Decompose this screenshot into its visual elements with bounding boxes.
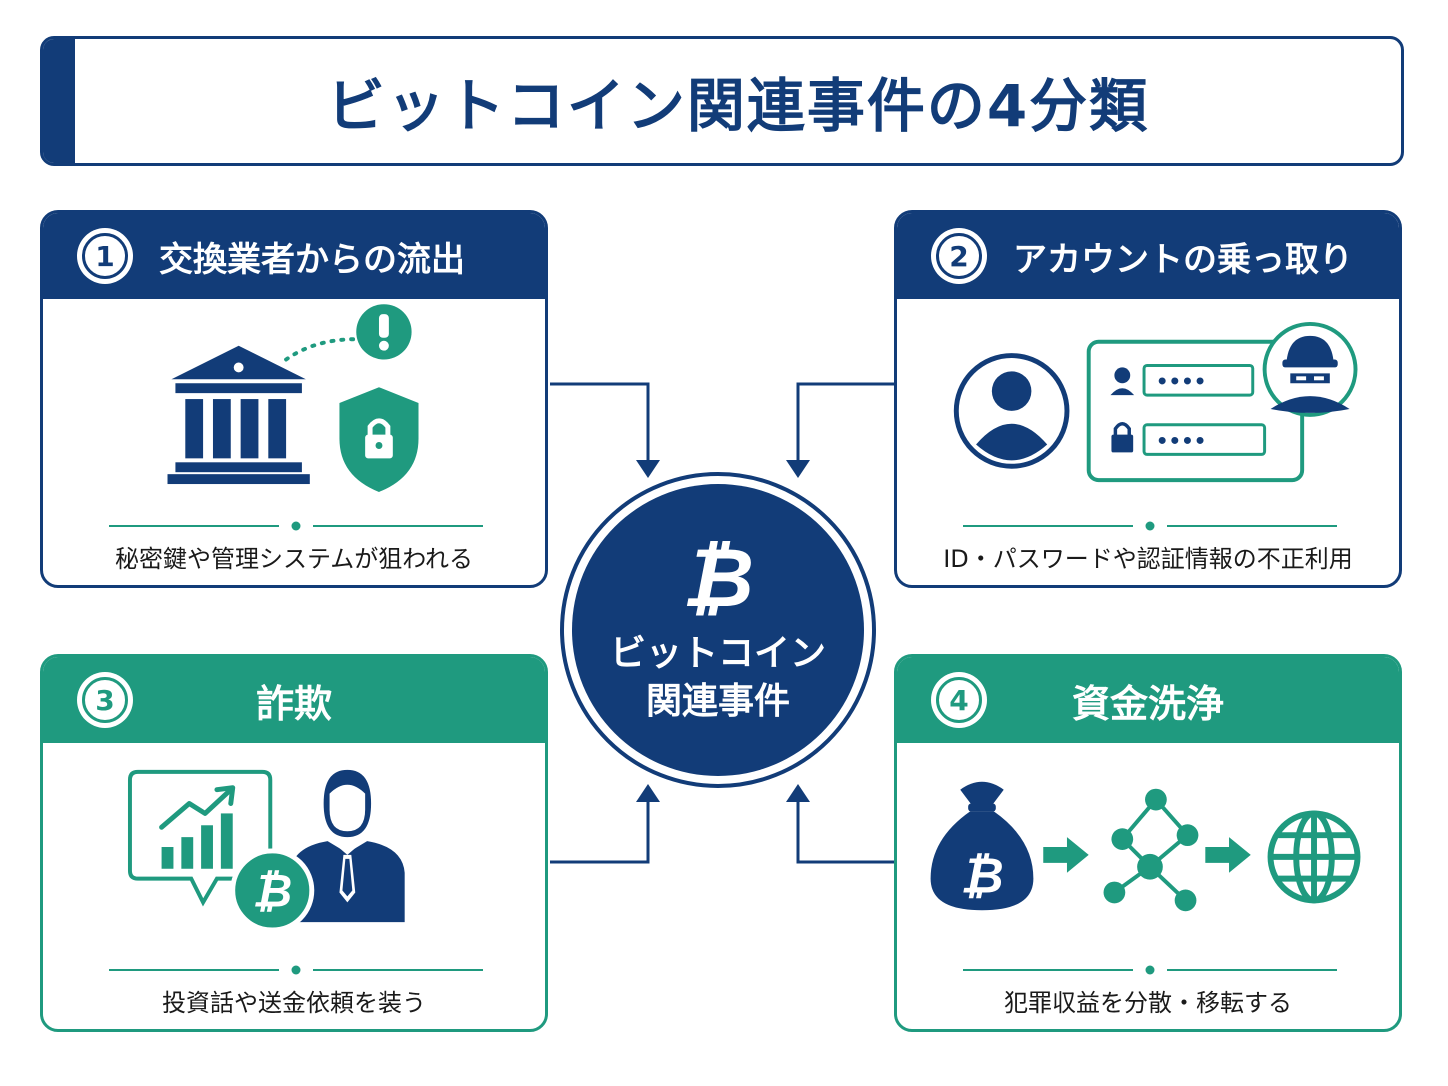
card-4-illustration: ₿: [930, 781, 1361, 912]
arrow-right-icon: [1043, 837, 1251, 873]
number-badge-1: 1: [77, 228, 133, 284]
card-divider-3: [109, 965, 483, 975]
coin-symbol: ₿: [252, 864, 292, 917]
number-badge-2: 2: [931, 228, 987, 284]
center-label-line-1: ビットコイン: [609, 633, 826, 674]
card-1-illustration: [167, 304, 419, 492]
network-icon: [1103, 788, 1199, 912]
card-divider-1: [109, 521, 483, 531]
center-hub: ₿ ビットコイン 関連事件: [560, 472, 876, 788]
card-3-illustration: ₿: [127, 769, 405, 933]
card-title-2: アカウントの乗っ取り: [1013, 239, 1353, 280]
dotted-link: [284, 337, 372, 362]
card-header-4: 4 資金洗浄: [897, 657, 1399, 743]
card-title-3: 詐欺: [255, 681, 332, 726]
globe-icon: [1267, 810, 1361, 904]
bank-icon: [167, 345, 310, 485]
card-divider-4: [963, 965, 1337, 975]
card-header-2: 2 アカウントの乗っ取り: [897, 213, 1399, 299]
card-title-4: 資金洗浄: [1071, 681, 1224, 726]
title-accent-bar: [43, 39, 75, 163]
password-mask-1: ••••: [1156, 370, 1207, 393]
center-label-line-2: 関連事件: [645, 681, 790, 722]
card-header-3: 3 詐欺: [43, 657, 545, 743]
card-divider-2: [963, 521, 1337, 531]
category-card-2: 2 アカウントの乗っ取り •••• ••••: [894, 210, 1402, 588]
arrow-from-card-3: [550, 790, 650, 864]
card-description-2: ID・パスワードや認証情報の不正利用: [943, 545, 1353, 573]
card-header-1: 1 交換業者からの流出: [43, 213, 545, 299]
category-card-3: 3 詐欺 ₿ 投資話や送金依頼を装う: [40, 654, 548, 1032]
hacker-icon: [1262, 321, 1358, 417]
bag-symbol: ₿: [960, 846, 1003, 904]
category-card-4: 4 資金洗浄 ₿: [894, 654, 1402, 1032]
password-mask-2: ••••: [1156, 429, 1207, 452]
arrow-from-card-1: [550, 382, 650, 468]
user-avatar-icon: [953, 353, 1070, 469]
bitcoin-icon: ₿: [682, 531, 754, 626]
arrow-from-card-2: [796, 382, 896, 468]
card-2-illustration: •••• ••••: [953, 321, 1358, 483]
page-title: ビットコイン関連事件の4分類: [326, 72, 1150, 140]
center-hub-inner: ₿ ビットコイン 関連事件: [572, 484, 864, 776]
money-bag-icon: ₿: [930, 781, 1034, 911]
arrow-from-card-4: [796, 790, 896, 864]
chart-bubble-icon: [127, 769, 273, 907]
businessman-icon: [290, 769, 405, 923]
category-card-1: 1 交換業者からの流出 秘密鍵や管: [40, 210, 548, 588]
alert-icon: [356, 304, 412, 360]
card-description-1: 秘密鍵や管理システムが狙われる: [114, 545, 474, 573]
card-title-1: 交換業者からの流出: [159, 239, 465, 280]
title-banner: ビットコイン関連事件の4分類: [40, 36, 1404, 166]
card-description-3: 投資話や送金依頼を装う: [162, 989, 426, 1017]
number-badge-3: 3: [77, 672, 133, 728]
shield-lock-icon: [339, 387, 419, 492]
bitcoin-coin-icon: ₿: [230, 848, 315, 933]
card-description-4: 犯罪収益を分散・移転する: [1004, 989, 1292, 1017]
number-badge-4: 4: [931, 672, 987, 728]
